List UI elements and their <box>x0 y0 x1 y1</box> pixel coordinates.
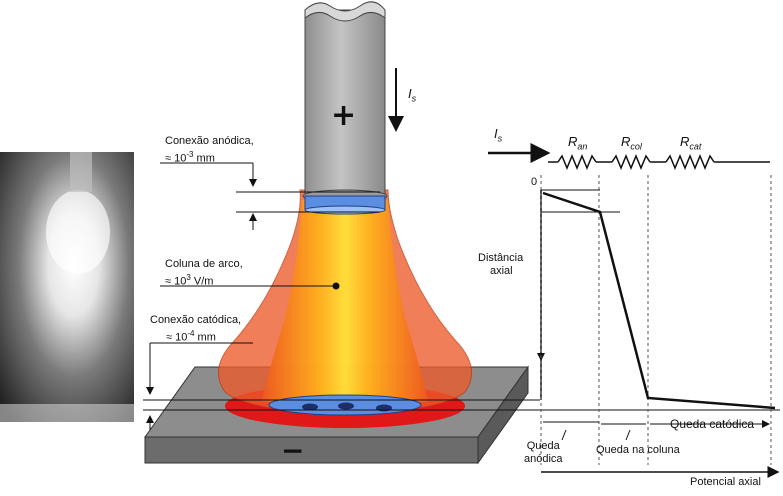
anode-connection-unit: mm <box>193 152 215 165</box>
anode-connection-value: ≈ 10-3 mm <box>165 148 254 166</box>
electrode-current-subscript: s <box>411 93 417 104</box>
anode-disc <box>304 195 386 215</box>
leader-lines <box>143 162 780 430</box>
arc-column-label: Coluna de arco, ≈ 103 V/m <box>165 258 243 289</box>
circuit-current-subscript: s <box>497 133 503 144</box>
r-anode-symbol: R <box>568 134 578 149</box>
circuit-current-symbol: I <box>494 126 498 141</box>
cathode-connection-unit: mm <box>194 331 216 344</box>
circuit-current-label: Is <box>494 126 502 144</box>
anode-drop-label: Queda anódica <box>524 440 563 466</box>
anode-connection-label: Conexão anódica, ≈ 10-3 mm <box>165 135 254 166</box>
equivalent-circuit <box>488 143 770 170</box>
axial-distance-line1: Distância <box>478 252 524 264</box>
axial-distance-label: Distância axial <box>478 252 523 278</box>
electrode <box>302 1 388 203</box>
axial-potential-label: Potencial axial <box>690 476 761 488</box>
r-cathode-symbol: R <box>680 134 690 149</box>
arc-column-title: Coluna de arco, <box>165 258 243 270</box>
arc-column-value: ≈ 103 V/m <box>165 271 243 289</box>
r-cathode-subscript: cat <box>689 141 702 152</box>
r-cathode-label: Rcat <box>680 134 701 152</box>
anode-drop-line2: anódica <box>524 453 563 465</box>
cathode-connection-label: Conexão catódica, ≈ 10-4 mm <box>150 314 241 345</box>
r-column-label: Rcol <box>621 134 642 152</box>
resistor-anode <box>557 154 597 170</box>
anode-plus-sign: + <box>331 98 357 133</box>
anode-connection-exponent: -3 <box>186 150 194 159</box>
resistor-column <box>611 154 651 170</box>
cathode-minus-sign: − <box>281 434 305 467</box>
cathode-drop-label: Queda catódica <box>670 417 755 431</box>
anode-drop-line1: Queda <box>526 440 560 452</box>
arc-column-exponent: 3 <box>186 273 191 282</box>
plasma-core <box>262 200 428 402</box>
graph-zero-label: 0 <box>531 176 538 188</box>
potential-curve <box>542 191 776 410</box>
arc-column-unit: V/m <box>190 275 214 288</box>
potential-graph <box>537 175 780 478</box>
cathode-disc <box>268 394 422 416</box>
cathode-connection-value-prefix: ≈ 10 <box>166 331 188 344</box>
r-column-symbol: R <box>621 134 631 149</box>
cathode-connection-title: Conexão catódica, <box>150 314 242 326</box>
column-drop-label: Queda na coluna <box>596 444 680 456</box>
axial-distance-line2: axial <box>490 265 513 277</box>
arc-photo <box>0 152 134 422</box>
electrode-current-symbol: I <box>408 86 412 101</box>
electrode-current-label: Is <box>408 86 416 104</box>
anode-connection-title: Conexão anódica, <box>165 135 254 147</box>
resistor-cathode <box>665 154 715 170</box>
cathode-connection-exponent: -4 <box>187 329 195 338</box>
anode-connection-value-prefix: ≈ 10 <box>165 152 187 165</box>
r-anode-subscript: an <box>577 141 588 152</box>
r-column-subscript: col <box>630 141 642 152</box>
arc-column-value-prefix: ≈ 10 <box>165 275 187 288</box>
r-anode-label: Ran <box>568 134 587 152</box>
cathode-connection-value: ≈ 10-4 mm <box>150 327 241 345</box>
